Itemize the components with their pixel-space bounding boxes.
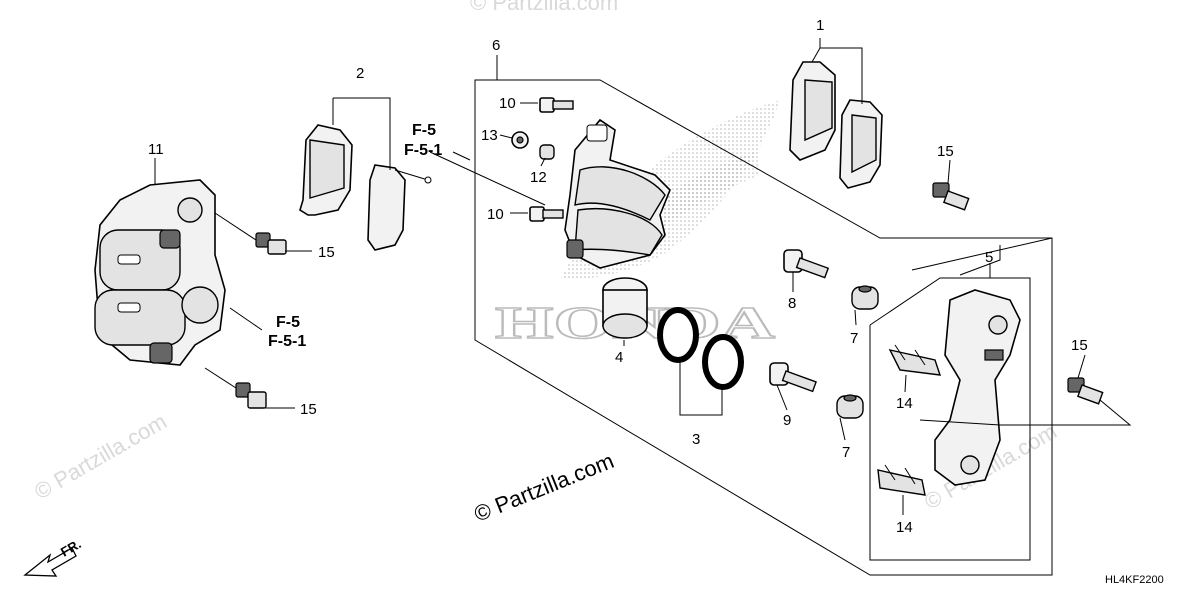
bolt-15-c	[932, 182, 970, 211]
bleeder-13	[511, 131, 529, 149]
drawing-code: HL4KF2200	[1105, 574, 1164, 586]
caliper-housing-6	[564, 118, 671, 269]
callout-12: 12	[530, 169, 547, 186]
callout-2: 2	[356, 65, 364, 82]
caliper-bracket-5	[934, 289, 1021, 486]
boot-7-top	[851, 285, 879, 310]
ref-left-f51: F-5-1	[268, 333, 306, 350]
callout-11: 11	[148, 141, 164, 158]
callout-6: 6	[492, 37, 500, 54]
callout-5: 5	[985, 249, 993, 266]
callout-15-d: 15	[1071, 337, 1088, 354]
callout-14-top: 14	[896, 395, 913, 412]
callout-7-top: 7	[850, 330, 858, 347]
pin-9	[769, 362, 817, 393]
watermark-left: © Partzilla.com	[30, 409, 171, 505]
brake-pad-2-right	[367, 164, 432, 251]
brake-pad-1-right	[839, 99, 883, 189]
callout-15-b: 15	[300, 401, 317, 418]
watermark-top: © Partzilla.com	[470, 0, 618, 15]
cap-12	[539, 144, 555, 160]
bolt-15-a	[255, 232, 287, 255]
pad-spring-14-bottom	[877, 464, 926, 496]
callout-15-c: 15	[937, 143, 954, 160]
piston-4	[602, 277, 648, 339]
callout-9: 9	[783, 412, 791, 429]
seal-3-a	[657, 307, 699, 363]
callout-4: 4	[615, 349, 623, 366]
pad-spring-14-top	[888, 344, 942, 376]
callouts: 1 2 3 4 5 6 7 7 8 9 10 10 11 12 13 14 14…	[148, 17, 1088, 536]
callout-14-bottom: 14	[896, 519, 913, 536]
callout-3: 3	[692, 431, 700, 448]
pin-8	[783, 249, 830, 279]
callout-10-top: 10	[499, 95, 516, 112]
bolt-10-top	[539, 97, 574, 113]
caliper-body-11	[94, 179, 226, 366]
callout-10-bottom: 10	[487, 206, 504, 223]
ref-top-f5: F-5	[412, 122, 436, 139]
ref-top-f51: F-5-1	[404, 142, 442, 159]
boot-7-bottom	[836, 394, 864, 419]
callout-8: 8	[788, 295, 796, 312]
bolt-15-d	[1067, 377, 1104, 405]
bolt-10-bottom	[529, 206, 564, 222]
bolt-15-b	[235, 382, 267, 409]
front-direction-indicator: FR.	[23, 536, 84, 577]
leader-lines	[154, 38, 1132, 515]
seal-3-b	[702, 334, 744, 390]
watermark-main: © Partzilla.com	[471, 448, 618, 527]
callout-7-bottom: 7	[842, 444, 850, 461]
callout-1: 1	[816, 17, 824, 34]
assembly-outline-6	[474, 79, 1053, 576]
ref-left-f5: F-5	[276, 314, 300, 331]
reference-labels: F-5 F-5-1 F-5 F-5-1	[268, 122, 442, 350]
callout-13: 13	[481, 127, 498, 144]
brake-pad-1-left	[789, 61, 836, 161]
brake-pad-2-left	[299, 124, 353, 216]
callout-15-a: 15	[318, 244, 335, 261]
assembly-outline-5	[869, 277, 1031, 561]
